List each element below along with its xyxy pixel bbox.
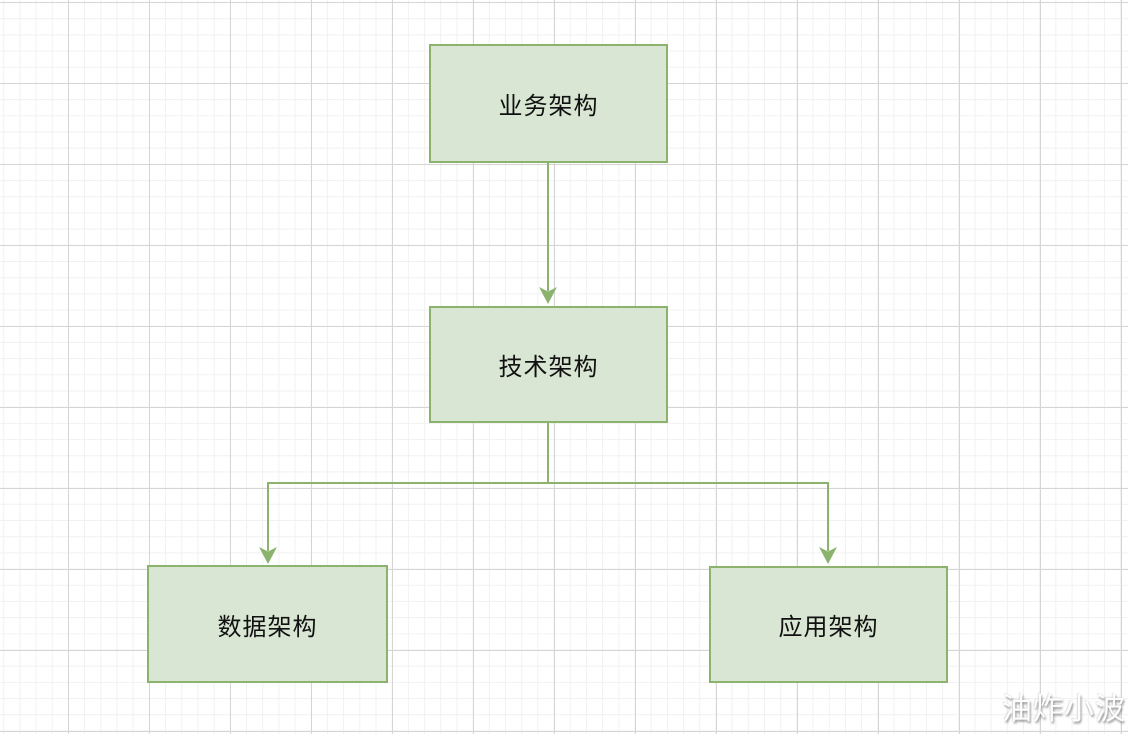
watermark-text: 油炸小波 <box>1002 693 1126 726</box>
node-label: 业务架构 <box>498 93 599 120</box>
node-label: 技术架构 <box>498 354 599 381</box>
node-technical-architecture[interactable]: 技术架构 <box>429 306 668 423</box>
edge-business-to-technical <box>539 163 557 304</box>
node-label: 应用架构 <box>778 614 879 641</box>
node-business-architecture[interactable]: 业务架构 <box>429 44 668 163</box>
node-application-architecture[interactable]: 应用架构 <box>709 566 948 683</box>
node-data-architecture[interactable]: 数据架构 <box>147 565 388 683</box>
edge-technical-to-data <box>259 423 549 564</box>
edge-technical-to-application <box>548 482 837 564</box>
node-label: 数据架构 <box>217 613 318 641</box>
